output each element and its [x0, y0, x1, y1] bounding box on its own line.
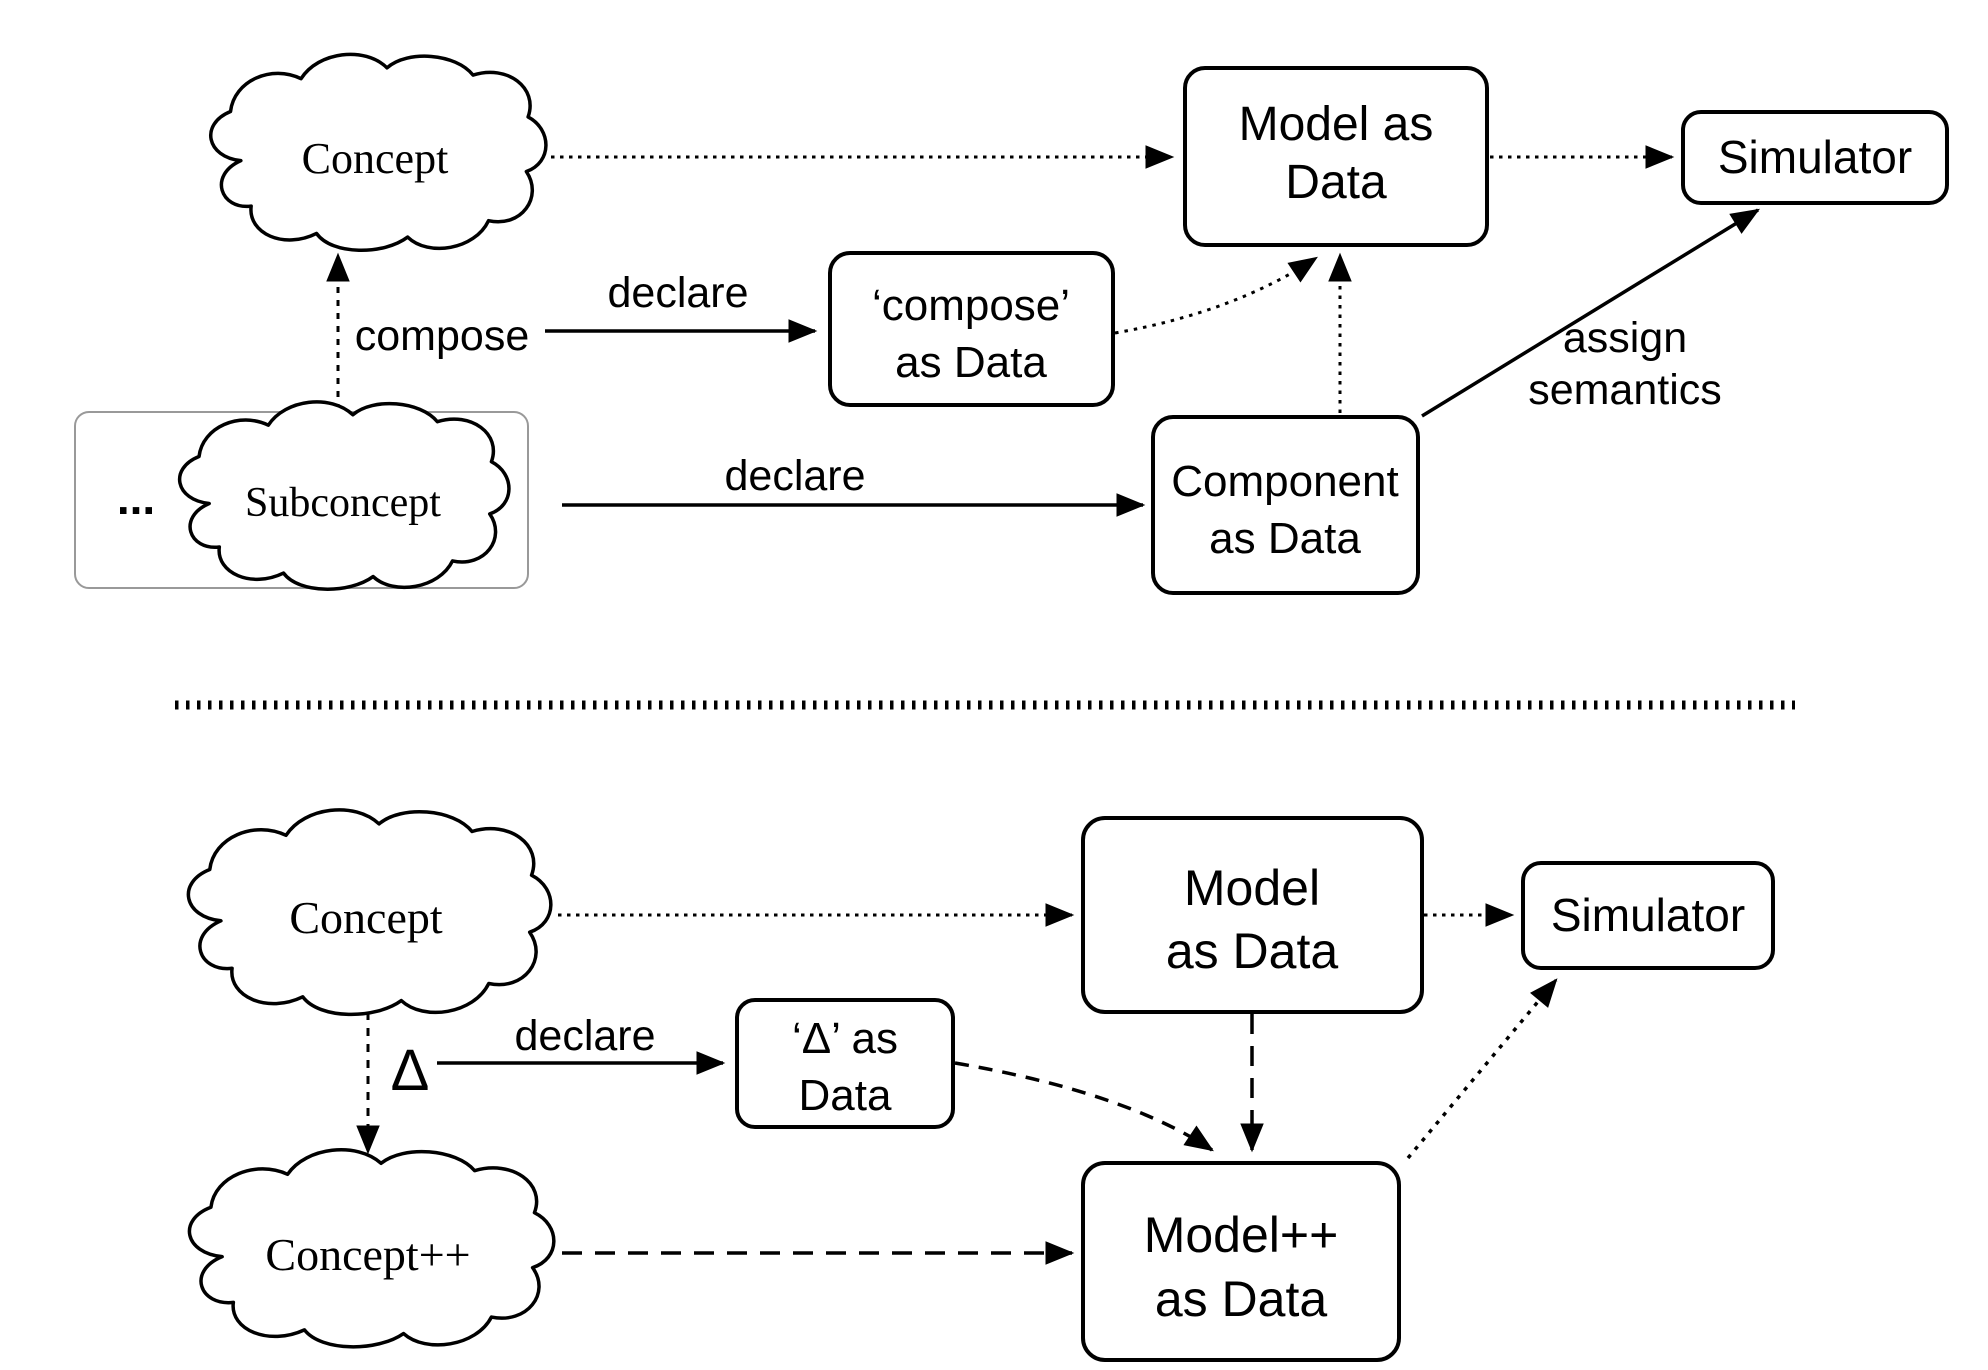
edge-modelpp-to-simulator-dotted — [1406, 978, 1558, 1160]
subconcept-cloud-label: Subconcept — [245, 480, 441, 526]
component-as-data-box — [1151, 415, 1420, 595]
compose-edge-label: compose — [355, 312, 529, 360]
component-box-line1: Component — [1171, 457, 1398, 506]
concept-cloud-top-label: Concept — [302, 134, 449, 183]
model-box-bottom-line1: Model — [1184, 860, 1320, 916]
declare-lower-edge-label: declare — [724, 452, 865, 500]
simulator-box-top-label: Simulator — [1718, 131, 1912, 183]
delta-box-line1: ‘Δ’ as — [792, 1014, 898, 1063]
simulator-box-bottom — [1521, 861, 1775, 970]
edge-composebox-to-model-dotted — [1114, 256, 1318, 335]
modelpp-as-data-box — [1081, 1161, 1401, 1362]
ellipsis-label: ... — [117, 472, 155, 524]
model-box-top-line1: Model as — [1239, 98, 1434, 151]
declare-upper-edge-label: declare — [607, 269, 748, 317]
assign-label-line1: assign — [1563, 314, 1687, 362]
edge-deltabox-to-modelpp-dashed — [954, 1061, 1214, 1152]
declare-bottom-edge-label: declare — [514, 1012, 655, 1060]
delta-box-line2: Data — [799, 1071, 892, 1120]
model-box-top-line2: Data — [1285, 156, 1387, 209]
edge-assign-semantics-solid — [1421, 208, 1760, 418]
delta-edge-label: Δ — [391, 1038, 430, 1103]
modelpp-box-line1: Model++ — [1144, 1207, 1339, 1263]
compose-as-data-box — [828, 251, 1115, 407]
modelpp-box-line2: as Data — [1155, 1271, 1328, 1327]
conceptpp-cloud-label: Concept++ — [265, 1229, 470, 1280]
concept-cloud-bottom-label: Concept — [289, 892, 443, 943]
delta-as-data-box — [735, 998, 955, 1129]
model-as-data-box-top — [1183, 66, 1489, 247]
simulator-box-top — [1681, 110, 1949, 205]
simulator-box-bottom-label: Simulator — [1551, 889, 1745, 941]
component-box-line2: as Data — [1209, 514, 1361, 563]
compose-box-line1: ‘compose’ — [872, 281, 1070, 330]
compose-box-line2: as Data — [895, 338, 1047, 387]
model-as-data-box-bottom — [1081, 816, 1424, 1014]
model-box-bottom-line2: as Data — [1166, 923, 1339, 979]
assign-label-line2: semantics — [1528, 366, 1722, 414]
